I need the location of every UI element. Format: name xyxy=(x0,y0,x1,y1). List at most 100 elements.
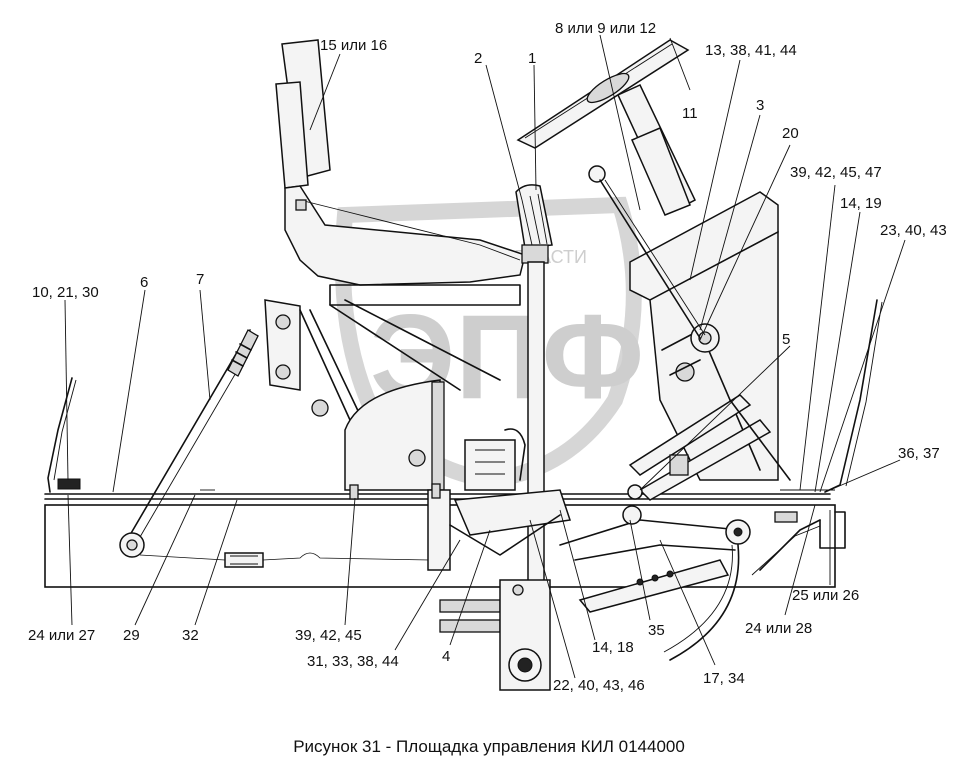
callout-8-9-12: 8 или 9 или 12 xyxy=(555,20,656,37)
plate-hole-1 xyxy=(636,578,644,586)
sector-bracket xyxy=(344,379,445,491)
leader-39-42-45 xyxy=(344,497,356,626)
seat-mount-linkage xyxy=(264,299,361,421)
leader-13 xyxy=(689,59,741,281)
strut-turnbuckle xyxy=(227,329,259,377)
pedal-support-right xyxy=(729,399,791,481)
figure-caption: Рисунок 31 - Площадка управления КИЛ 014… xyxy=(293,737,685,756)
pivot-mid xyxy=(311,399,329,417)
leader-4 xyxy=(449,529,491,646)
leader-6 xyxy=(112,289,146,493)
cable-right xyxy=(262,552,431,561)
ball-lever-rod xyxy=(599,179,701,339)
callout-25-26: 25 или 26 xyxy=(792,587,859,604)
deck-bolt-1 xyxy=(349,484,359,500)
sector-post xyxy=(431,381,445,491)
leader-15-16 xyxy=(309,53,341,131)
ball-lever xyxy=(588,165,706,339)
leader-7 xyxy=(199,289,211,401)
callouts: 15 или 16 8 или 9 или 12 13, 38, 41, 44 … xyxy=(28,20,947,694)
right-tube xyxy=(759,519,821,571)
seat-cushion xyxy=(284,185,526,286)
leader-5 xyxy=(639,345,791,491)
leader-17-34 xyxy=(659,539,716,666)
left-strut xyxy=(119,329,259,558)
steering-wheel-hub xyxy=(586,72,630,104)
pivot-lower xyxy=(275,364,291,380)
frame-end-bracket xyxy=(819,511,846,549)
hose-line-edge xyxy=(663,544,733,653)
linkage-housing xyxy=(464,439,516,491)
right-pedals xyxy=(627,359,791,501)
right-mechanism xyxy=(559,505,821,661)
leader-22-40-43-46 xyxy=(529,519,576,679)
pedal-pivot xyxy=(627,484,643,500)
ball-lever-rod-edge xyxy=(604,179,706,336)
plate-hole-3 xyxy=(666,570,674,578)
vertical-bracket-bolt xyxy=(512,584,524,596)
hose-line xyxy=(669,544,740,661)
linkage-housing-lines xyxy=(475,449,505,475)
pedal-lever-upper xyxy=(628,394,752,476)
callout-3: 3 xyxy=(756,97,764,114)
leader-20 xyxy=(699,144,791,341)
left-pedal-pad xyxy=(57,478,81,490)
leader-32 xyxy=(194,499,238,626)
pedestal-housing xyxy=(649,230,779,481)
left-pedal-rod xyxy=(47,377,73,493)
callout-17-34: 17, 34 xyxy=(703,670,745,687)
seat-mount-plate xyxy=(264,299,301,391)
joystick-collar xyxy=(521,244,549,264)
pivot-upper xyxy=(275,314,291,330)
callout-14-19: 14, 19 xyxy=(840,195,882,212)
operator-seat xyxy=(275,39,526,391)
sector-hole xyxy=(408,449,426,467)
leader-3 xyxy=(699,114,761,331)
linkage-rod-v xyxy=(449,514,561,556)
callout-35: 35 xyxy=(648,622,665,639)
leader-lines xyxy=(64,34,906,679)
cable-turnbuckle xyxy=(224,552,264,568)
callout-22-40-43-46: 22, 40, 43, 46 xyxy=(553,677,645,694)
pedal-spring-box xyxy=(669,454,689,476)
callout-7: 7 xyxy=(196,271,204,288)
callout-10-21-30: 10, 21, 30 xyxy=(32,284,99,301)
leader-1 xyxy=(533,64,537,191)
right-tube-edge xyxy=(751,525,821,576)
leader-23-40-43 xyxy=(819,239,906,493)
deck-bolt-2 xyxy=(431,483,441,499)
strut-thread xyxy=(231,343,252,367)
right-pivot-b-hub xyxy=(733,527,743,537)
callout-39-42-45: 39, 42, 45 xyxy=(295,627,362,644)
callout-1: 1 xyxy=(528,50,536,67)
ball-lever-knob xyxy=(588,165,606,183)
deck-details xyxy=(200,483,441,500)
callout-39-42-45-47: 39, 42, 45, 47 xyxy=(790,164,882,181)
cable-left xyxy=(139,554,226,561)
right-pivot-a xyxy=(622,505,642,525)
leader-14-18 xyxy=(559,509,596,641)
leader-14-19 xyxy=(814,211,861,493)
hyd-connector-2 xyxy=(439,619,501,633)
seat-support-link-2 xyxy=(309,309,361,416)
seat-base-frame xyxy=(329,284,521,306)
leader-11 xyxy=(669,37,691,91)
cable-turnbuckle-lines xyxy=(230,555,258,565)
under-cable xyxy=(139,552,431,568)
callout-15-16: 15 или 16 xyxy=(320,37,387,54)
callout-13-38-41-44: 13, 38, 41, 44 xyxy=(705,42,797,59)
hyd-connector-1 xyxy=(439,599,501,613)
strut-rod xyxy=(129,329,251,536)
callout-4: 4 xyxy=(442,648,450,665)
strut-lower-hub xyxy=(126,539,138,551)
callout-2: 2 xyxy=(474,50,482,67)
callout-5: 5 xyxy=(782,331,790,348)
callout-6: 6 xyxy=(140,274,148,291)
bolt-plate xyxy=(774,511,798,523)
leader-10-21-30 xyxy=(64,299,69,481)
leader-31-33-38-44 xyxy=(394,539,461,651)
callout-31-33-38-44: 31, 33, 38, 44 xyxy=(307,653,399,670)
right-end-rod xyxy=(824,299,883,493)
